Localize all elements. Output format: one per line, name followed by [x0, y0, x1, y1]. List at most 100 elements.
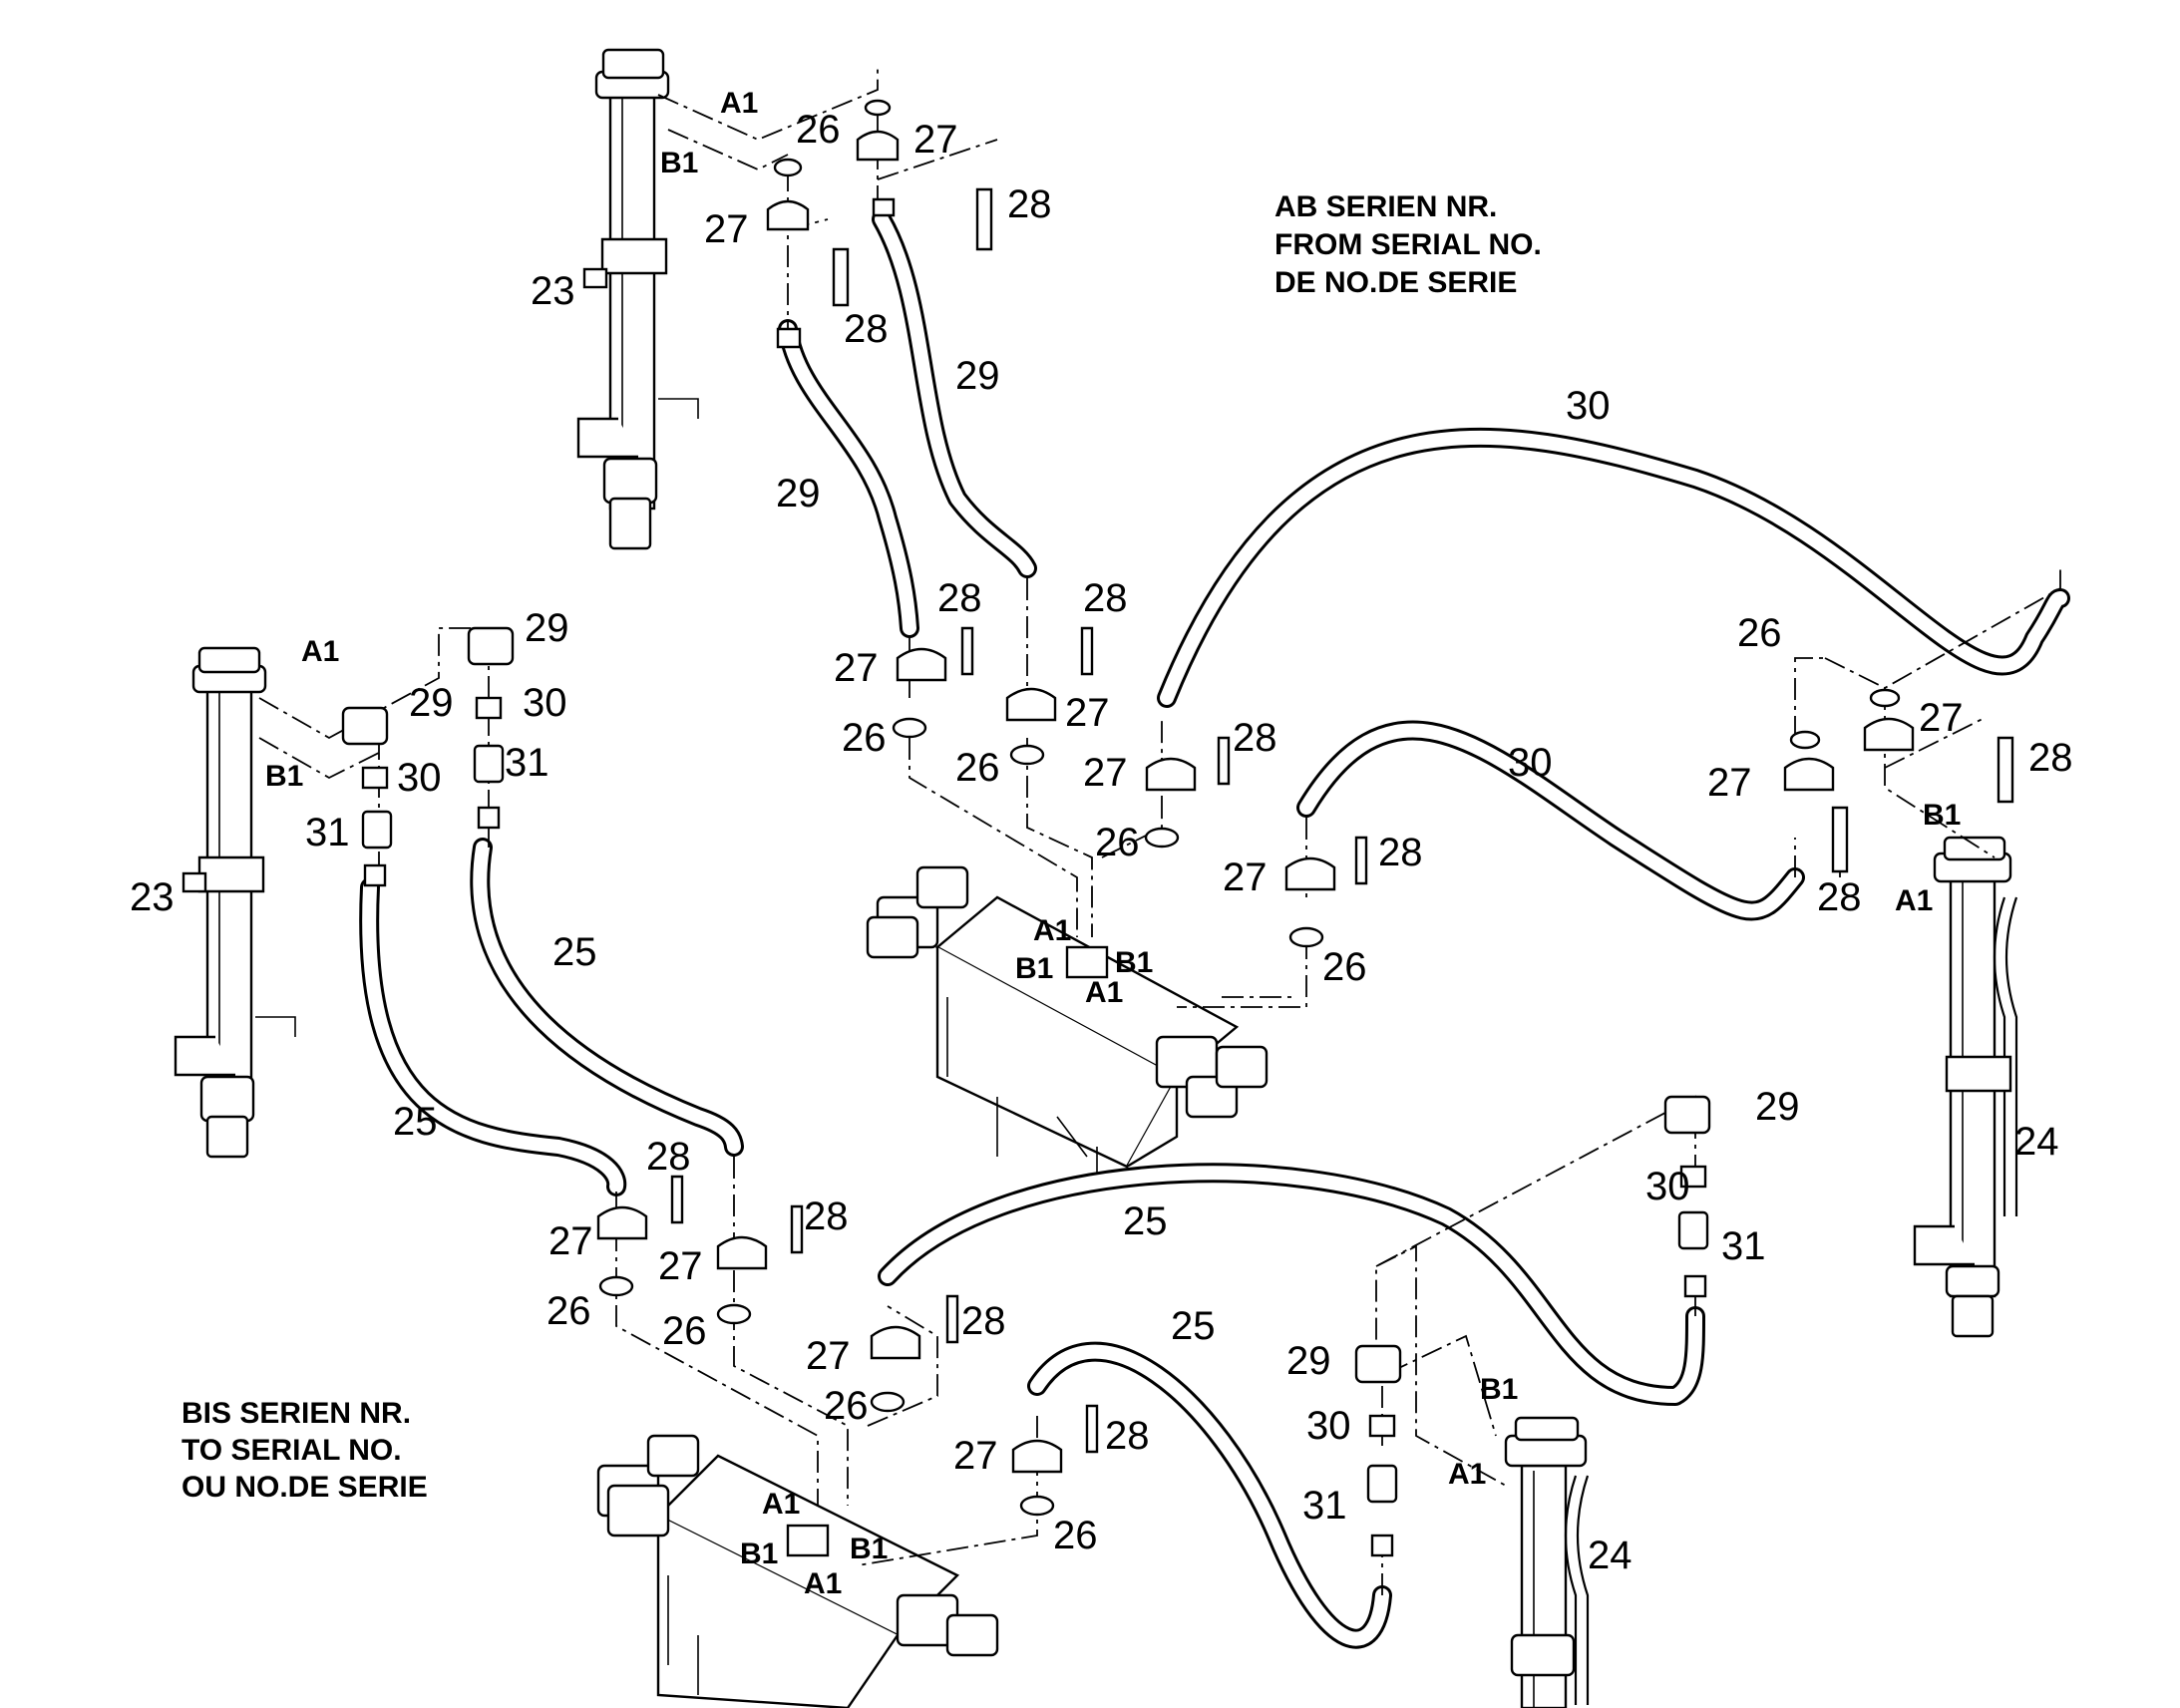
callout-28: 28: [1233, 716, 1277, 760]
cylinder-23-upper: [576, 48, 699, 550]
port-a1-label: A1: [301, 635, 339, 668]
note-line: OU NO.DE SERIE: [182, 1471, 428, 1504]
callout-28: 28: [844, 307, 889, 351]
callout-27: 27: [658, 1244, 703, 1288]
valve-block-lower: [596, 1434, 999, 1708]
callout-31: 31: [1721, 1224, 1766, 1268]
port-b1-label: B1: [850, 1533, 888, 1565]
callout-23: 23: [130, 875, 175, 919]
callout-31: 31: [1302, 1484, 1347, 1528]
callout-30: 30: [1645, 1165, 1690, 1208]
hose-25-left-b: [470, 838, 744, 1157]
note-after-serial: AB SERIEN NR. FROM SERIAL NO. DE NO.DE S…: [1274, 190, 1542, 299]
port-b1-label: B1: [1480, 1373, 1518, 1406]
callout-28: 28: [1105, 1414, 1150, 1458]
port-b1-label: B1: [660, 147, 698, 179]
callout-27: 27: [548, 1219, 593, 1263]
hose-25-left-a: [359, 877, 627, 1196]
cylinder-24-upper: [1913, 836, 2018, 1338]
callout-28: 28: [804, 1195, 849, 1238]
callout-30: 30: [397, 756, 442, 800]
callout-28: 28: [646, 1135, 691, 1179]
callout-26: 26: [1322, 945, 1367, 989]
callout-26: 26: [796, 108, 841, 152]
callout-27: 27: [1707, 761, 1752, 805]
note-line: FROM SERIAL NO.: [1274, 228, 1542, 261]
callout-25: 25: [1123, 1199, 1168, 1243]
hose-29-left: [778, 319, 919, 638]
callout-27: 27: [1065, 691, 1110, 735]
hose-25-bottom-b: [1027, 1341, 1392, 1649]
port-a1-label: A1: [1895, 884, 1933, 917]
port-a1-label: A1: [804, 1567, 842, 1600]
note-line: BIS SERIEN NR.: [182, 1397, 411, 1430]
callout-28: 28: [1378, 831, 1423, 874]
callout-27: 27: [913, 118, 958, 162]
callout-30: 30: [1566, 384, 1611, 428]
callout-31: 31: [305, 811, 350, 854]
port-labels: A1 B1 A1 B1 A1 B1 B1 A1 B1 A1 A1 B1 B1 A…: [265, 87, 1961, 1600]
port-a1-label: A1: [1033, 914, 1071, 947]
callout-27: 27: [1083, 751, 1128, 795]
port-a1-label: A1: [762, 1488, 800, 1521]
port-b1-label: B1: [1015, 952, 1053, 985]
callout-26: 26: [824, 1384, 869, 1428]
note-line: TO SERIAL NO.: [182, 1434, 402, 1467]
callout-26: 26: [1095, 821, 1140, 864]
fittings: [341, 99, 2014, 1557]
callout-28: 28: [2028, 736, 2073, 780]
hose-25-bottom-a: [878, 1163, 1705, 1406]
callout-27: 27: [1919, 696, 1964, 740]
note-before-serial: BIS SERIEN NR. TO SERIAL NO. OU NO.DE SE…: [182, 1397, 428, 1504]
hose-29-right: [872, 209, 1037, 578]
callout-29: 29: [525, 606, 569, 650]
callout-26: 26: [1053, 1514, 1098, 1557]
port-b1-label: B1: [1923, 799, 1961, 832]
callout-26: 26: [842, 716, 887, 760]
callout-23: 23: [531, 269, 575, 313]
cylinder-23-lower: [174, 646, 296, 1159]
callout-26: 26: [546, 1289, 591, 1333]
port-b1-label: B1: [740, 1537, 778, 1570]
callout-29: 29: [409, 681, 454, 725]
callout-31: 31: [505, 741, 549, 785]
callout-28: 28: [1007, 182, 1052, 226]
callout-25: 25: [552, 930, 597, 974]
valve-block-upper: [866, 865, 1269, 1177]
port-a1-label: A1: [720, 87, 758, 120]
callout-24: 24: [2014, 1120, 2059, 1164]
callout-29: 29: [1286, 1339, 1331, 1383]
port-b1-label: B1: [1115, 946, 1153, 979]
callout-27: 27: [834, 646, 879, 690]
callout-30: 30: [1306, 1404, 1351, 1448]
callout-26: 26: [1737, 611, 1782, 655]
callout-28: 28: [937, 576, 982, 620]
callout-30: 30: [1508, 741, 1553, 785]
callout-26: 26: [955, 746, 1000, 790]
callout-27: 27: [953, 1434, 998, 1478]
port-a1-label: A1: [1085, 976, 1123, 1009]
port-b1-label: B1: [265, 760, 303, 793]
callout-28: 28: [1083, 576, 1128, 620]
cylinder-24-lower: [1504, 1416, 1590, 1708]
callout-26: 26: [662, 1309, 707, 1353]
port-a1-label: A1: [1448, 1458, 1486, 1491]
callout-30: 30: [523, 681, 567, 725]
callout-27: 27: [1223, 855, 1268, 899]
hose-30-lower: [1296, 720, 1805, 921]
callout-24: 24: [1588, 1534, 1633, 1577]
hose-30-upper: [1157, 427, 2070, 708]
callout-29: 29: [776, 472, 821, 515]
callout-numbers: 23 26 27 27 28 28 29 29 30 28 28 27 27 2…: [130, 108, 2073, 1577]
callout-27: 27: [704, 207, 749, 251]
callout-25: 25: [1171, 1304, 1216, 1348]
callout-28: 28: [1817, 875, 1862, 919]
note-line: DE NO.DE SERIE: [1274, 266, 1517, 299]
callout-28: 28: [961, 1299, 1006, 1343]
callout-29: 29: [1755, 1085, 1800, 1129]
callout-25: 25: [393, 1100, 438, 1144]
callout-27: 27: [806, 1334, 851, 1378]
callout-29: 29: [955, 354, 1000, 398]
note-line: AB SERIEN NR.: [1274, 190, 1497, 223]
